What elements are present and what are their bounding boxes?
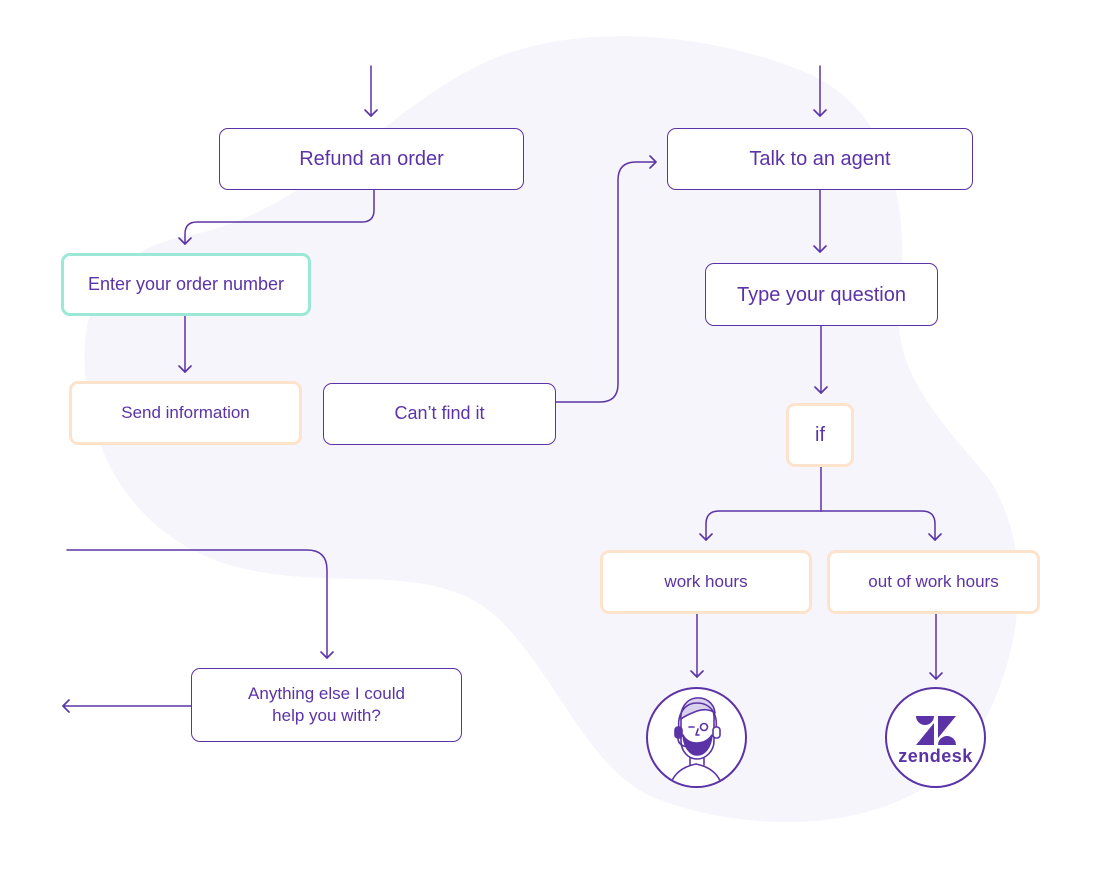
node-cant-find-it-label: Can’t find it <box>394 403 485 424</box>
node-refund-order[interactable]: Refund an order <box>219 128 524 190</box>
node-anything-else-line-2: help you with? <box>272 706 381 725</box>
node-send-information-label: Send information <box>121 402 250 422</box>
node-out-of-work-hours-label: out of work hours <box>868 571 999 591</box>
arrow-into-anything-else <box>66 549 334 659</box>
arrow-if-to-outofhours <box>820 510 942 541</box>
node-anything-else-line-1: Anything else I could <box>248 683 405 703</box>
node-talk-to-agent[interactable]: Talk to an agent <box>667 128 973 190</box>
node-out-of-work-hours[interactable]: out of work hours <box>827 550 1040 614</box>
arrow-refund-to-enter <box>178 189 375 245</box>
node-work-hours[interactable]: work hours <box>600 550 812 614</box>
arrow-if-to-workhours <box>699 510 822 541</box>
node-if-condition[interactable]: if <box>786 403 854 467</box>
node-send-information[interactable]: Send information <box>69 381 302 445</box>
node-enter-order-number-label: Enter your order number <box>87 273 285 294</box>
node-talk-to-agent-label: Talk to an agent <box>749 148 891 170</box>
node-anything-else[interactable]: Anything else I could help you with? <box>191 668 462 742</box>
node-work-hours-label: work hours <box>664 571 748 591</box>
node-refund-order-label: Refund an order <box>299 148 444 170</box>
node-enter-order-number[interactable]: Enter your order number <box>61 253 311 316</box>
node-if-condition-label: if <box>815 424 825 446</box>
bearded-support-agent-icon <box>646 687 747 788</box>
arrow-cantfind-to-talk <box>555 155 657 403</box>
node-cant-find-it[interactable]: Can’t find it <box>323 383 556 445</box>
node-type-question-label: Type your question <box>737 283 906 306</box>
zendesk-mark-icon <box>915 716 956 745</box>
zendesk-logo-icon: zendesk <box>885 687 986 788</box>
zendesk-wordmark: zendesk <box>898 746 973 766</box>
node-type-question[interactable]: Type your question <box>705 263 938 326</box>
